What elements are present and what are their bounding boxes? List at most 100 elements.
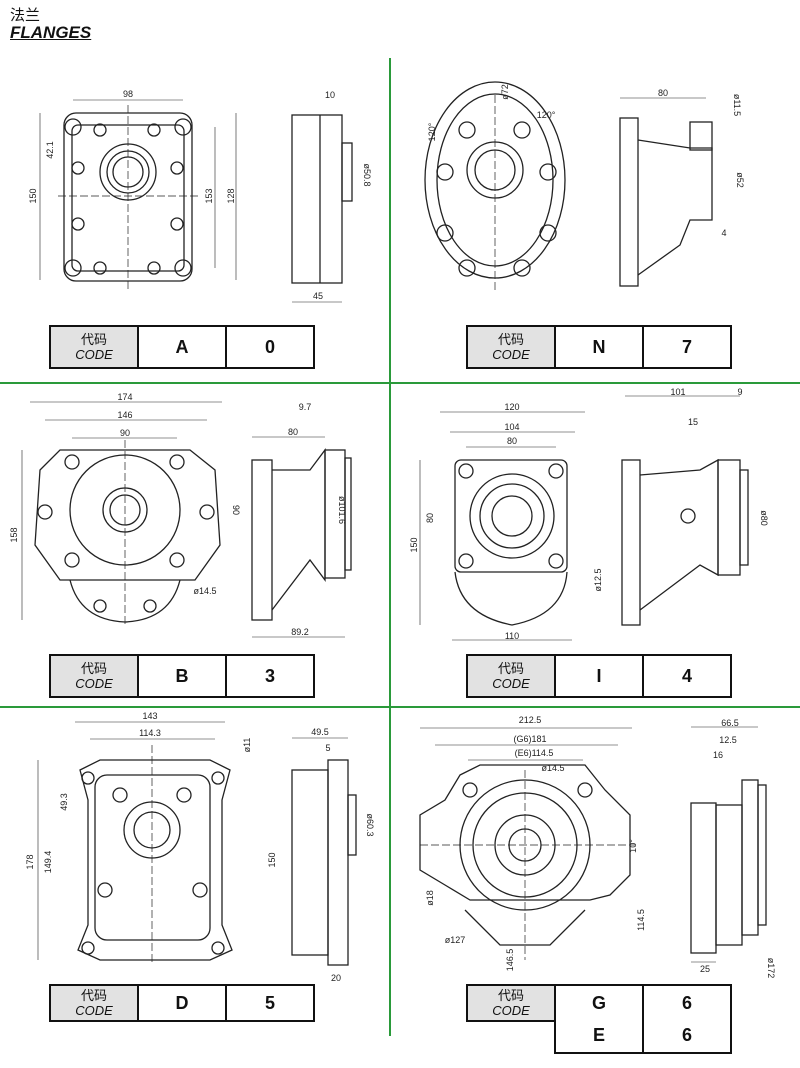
dim-label: 4 — [721, 228, 727, 238]
dim-label: ø52 — [735, 172, 745, 188]
flange-g-front-view — [419, 727, 635, 960]
dim-label: 174 — [117, 392, 133, 402]
dim-label: ø127 — [444, 935, 466, 945]
dim-label: 80 — [425, 512, 435, 524]
dim-label: ø12.5 — [593, 568, 603, 592]
dim-label: 15 — [687, 417, 699, 427]
dim-label: 146.5 — [505, 948, 515, 972]
dim-label: ø172 — [766, 957, 776, 979]
code-value: G — [556, 986, 644, 1020]
dim-label: 158 — [9, 527, 19, 543]
dim-label: 20 — [330, 973, 342, 983]
dim-label: 12.5 — [719, 735, 737, 745]
code-label-en: CODE — [492, 347, 530, 362]
code-label-cn: 代码 — [80, 988, 107, 1003]
code-label-cn: 代码 — [80, 332, 107, 347]
code-value: B — [139, 656, 227, 696]
dim-label: 143 — [142, 711, 158, 721]
dim-label: 80 — [287, 427, 299, 437]
flange-n-side-view — [619, 97, 713, 287]
title-cn: 法兰 — [10, 7, 41, 24]
code-value: D — [139, 986, 227, 1020]
dim-label: ø11 — [242, 737, 252, 753]
vertical-divider — [389, 58, 391, 1036]
dim-label: 10° — [628, 839, 638, 853]
dim-label: (G6)181 — [513, 734, 547, 744]
dim-label: 98 — [122, 89, 134, 99]
code-label-en: CODE — [492, 1003, 530, 1018]
dim-label: 42.1 — [45, 141, 55, 159]
dim-label: 110 — [504, 631, 520, 641]
dim-label: 104 — [504, 422, 520, 432]
dim-label: 10 — [324, 90, 336, 100]
code-label-en: CODE — [75, 347, 113, 362]
dim-label: ø101.6 — [337, 495, 347, 525]
code-label-cn: 代码 — [497, 988, 524, 1003]
dim-label: 149.4 — [43, 850, 53, 874]
dim-label: ø72 — [500, 84, 510, 100]
flange-a-front-view — [39, 99, 237, 292]
dim-label: 178 — [25, 854, 35, 870]
code-label-cn: 代码 — [80, 661, 107, 676]
flange-d-side-view — [291, 737, 357, 966]
code-value: A — [139, 327, 227, 367]
code-value: E — [556, 1018, 644, 1052]
dim-label: 49.5 — [311, 727, 329, 737]
dim-label: 9.7 — [298, 402, 312, 412]
code-label-cn: 代码 — [497, 661, 524, 676]
code-value: I — [556, 656, 644, 696]
horizontal-divider — [0, 706, 800, 708]
dim-label: ø80 — [759, 510, 769, 526]
dim-label: 49.3 — [59, 793, 69, 811]
code-value: 0 — [264, 336, 275, 357]
dim-label: 90 — [231, 504, 241, 516]
code-value: 3 — [264, 665, 275, 686]
code-table-e6: E 6 — [554, 1018, 732, 1054]
dim-label: 114.5 — [636, 909, 646, 931]
dim-label: 128 — [226, 188, 236, 204]
dim-label: 153 — [204, 188, 214, 204]
code-value: 6 — [681, 1024, 692, 1045]
dim-label: 66.5 — [721, 718, 739, 728]
flange-i-side-view — [621, 395, 749, 626]
code-label-en: CODE — [75, 1003, 113, 1018]
dim-label: 120 — [504, 402, 520, 412]
dim-label: 114.3 — [139, 728, 161, 738]
dim-label: 101 — [670, 387, 686, 397]
dim-label: 150 — [28, 188, 38, 204]
dim-label: 80 — [506, 436, 518, 446]
dim-label: 89.2 — [291, 627, 309, 637]
code-label-en: CODE — [75, 676, 113, 691]
flange-i-front-view — [419, 411, 585, 641]
dim-label: 150 — [409, 537, 419, 553]
dim-label: ø60.3 — [365, 813, 375, 837]
flange-n-front-view — [424, 81, 566, 290]
flange-b-side-view — [251, 436, 352, 638]
code-label-en: CODE — [492, 676, 530, 691]
dim-label: 120° — [536, 110, 556, 120]
dim-label: 146 — [117, 410, 133, 420]
dim-label: 45 — [312, 291, 324, 301]
dim-label: ø14.5 — [193, 586, 217, 596]
horizontal-divider — [0, 382, 800, 384]
dim-label: 120° — [427, 122, 437, 142]
dim-label: 5 — [325, 743, 331, 753]
dim-label: 90 — [119, 428, 131, 438]
code-value: 5 — [264, 992, 275, 1013]
code-value: 6 — [681, 992, 692, 1013]
flange-d-front-view — [37, 721, 233, 965]
code-value: 7 — [681, 336, 692, 357]
dim-label: 212.5 — [518, 715, 542, 725]
dim-label: 80 — [657, 88, 669, 98]
